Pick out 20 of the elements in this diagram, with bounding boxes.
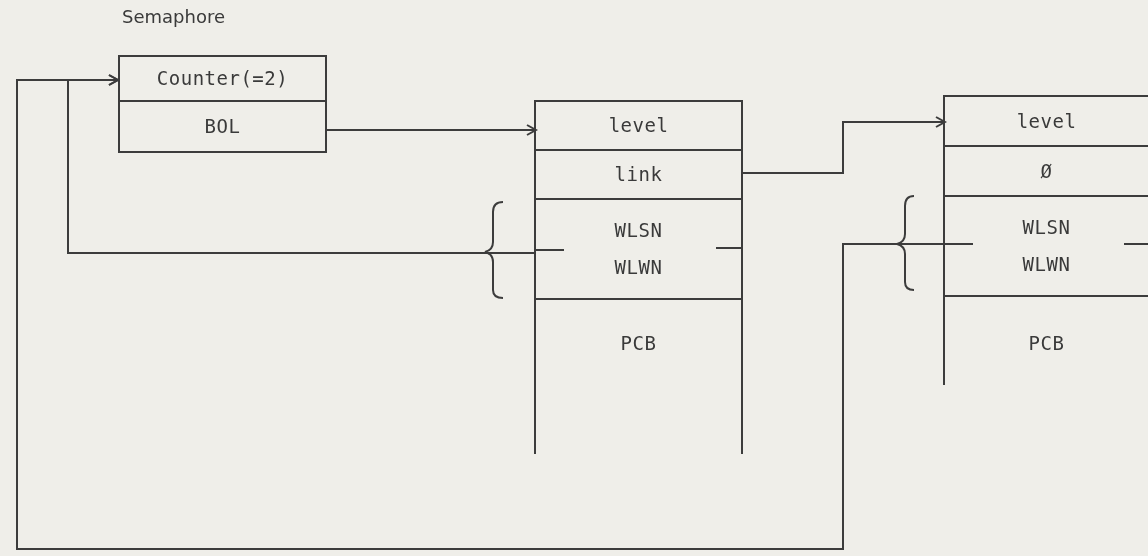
arrow bbox=[326, 124, 537, 136]
field-label: level bbox=[1016, 109, 1077, 133]
field-label: link bbox=[614, 163, 663, 186]
field-label: WLWN bbox=[1022, 253, 1071, 276]
field-label: PCB bbox=[620, 332, 657, 355]
arrow bbox=[16, 74, 946, 550]
field-label: BOL bbox=[204, 115, 241, 138]
arrow bbox=[740, 116, 946, 174]
field-label: Counter(=2) bbox=[156, 67, 289, 90]
record-title: Semaphore bbox=[122, 6, 225, 27]
field-label: level bbox=[608, 114, 669, 137]
record-field bbox=[118, 55, 327, 102]
field-label: WLSN bbox=[614, 219, 663, 242]
field-label: PCB bbox=[1028, 332, 1065, 355]
field-label: WLSN bbox=[1022, 216, 1071, 239]
record-box bbox=[943, 95, 1148, 385]
record-field bbox=[118, 102, 327, 153]
field-label: WLWN bbox=[614, 256, 663, 279]
field-label: Ø bbox=[1040, 159, 1053, 183]
record-box bbox=[534, 100, 743, 454]
